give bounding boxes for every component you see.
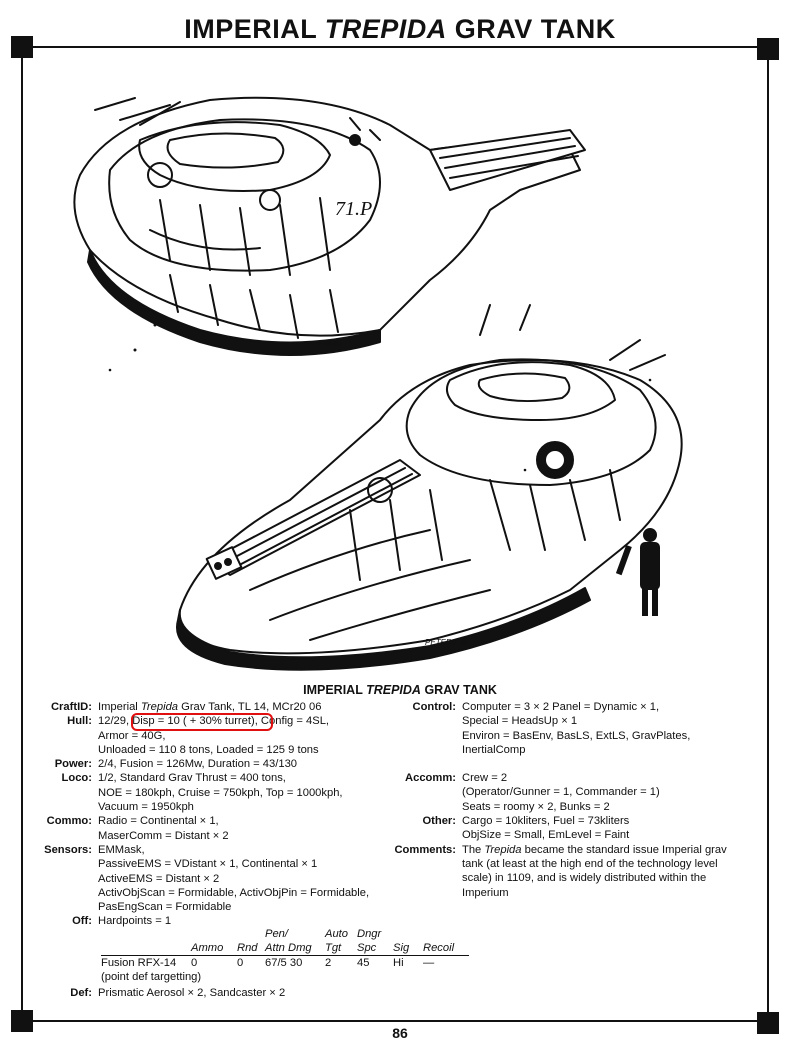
accomm-seats: Seats = roomy × 2, Bunks = 2	[462, 800, 610, 813]
header-sig: Sig	[393, 941, 423, 956]
hull-tonnage: Unloaded = 110 8 tons, Loaded = 125 9 to…	[98, 743, 319, 756]
header-spc: Spc	[357, 941, 393, 956]
page-number: 86	[392, 1025, 408, 1041]
background-specks	[108, 323, 652, 472]
weapons-table: Pen/ Auto Dngr Ammo Rnd Attn Dmg Tgt Spc…	[101, 927, 469, 984]
craftid-label: CraftID:	[50, 701, 92, 713]
accomm-label: Accomm:	[405, 772, 456, 785]
header-rnd: Rnd	[237, 941, 265, 956]
header-dngr: Dngr	[357, 928, 382, 940]
frame-bottom	[33, 1020, 757, 1022]
loco-value: 1/2, Standard Grav Thrust = 400 tons,	[98, 772, 286, 785]
accomm-crew: Crew = 2	[462, 772, 508, 785]
tank-top-view: 71.P PETERS 88	[73, 96, 586, 356]
power-label: Power:	[54, 758, 92, 771]
loco-label: Loco:	[61, 772, 92, 785]
page-title: IMPERIAL TREPIDA GRAV TANK	[184, 14, 616, 44]
def-value: Prismatic Aerosol × 2, Sandcaster × 2	[98, 987, 286, 999]
loco-vacuum: Vacuum = 1950kph	[98, 801, 194, 814]
comments-line-3: scale) in 1109, and is widely distribute…	[462, 872, 707, 885]
control-computer: Computer = 3 × 2 Panel = Dynamic × 1,	[462, 701, 660, 713]
stats-left-column: CraftID: Imperial Trepida Grav Tank, TL 1…	[0, 700, 410, 929]
frame-left	[21, 58, 23, 1010]
corner-mark-bottom-left	[11, 1010, 33, 1032]
loco-speeds: NOE = 180kph, Cruise = 750kph, Top = 100…	[98, 786, 343, 799]
frame-right	[767, 60, 769, 1012]
sensors-label: Sensors:	[44, 843, 92, 856]
commo-label: Commo:	[46, 815, 92, 828]
other-objsize: ObjSize = Small, EmLevel = Faint	[462, 829, 630, 842]
comments-line-1: The Trepida became the standard issue Im…	[462, 843, 727, 856]
corner-mark-top-left	[11, 36, 33, 58]
header-recoil: Recoil	[423, 941, 469, 956]
off-value: Hardpoints = 1	[98, 915, 172, 928]
grav-tank-illustration: 71.P PETERS 88 PETERS 88	[73, 96, 683, 671]
corner-mark-top-right	[757, 38, 779, 60]
accomm-crew-detail: (Operator/Gunner = 1, Commander = 1)	[462, 786, 660, 799]
craftid-value: Imperial Trepida Grav Tank, TL 14, MCr20…	[98, 701, 322, 713]
weapon-note: (point def targetting)	[101, 971, 202, 983]
hull-displacement: Disp = 10 ( + 30% turret),	[132, 715, 258, 728]
trooper-figure	[615, 528, 660, 616]
header-attn-dmg: Attn Dmg	[265, 941, 325, 956]
control-environ: Environ = BasEnv, BasLS, ExtLS, GravPlat…	[462, 729, 691, 742]
sensors-passive: PassiveEMS = VDistant × 1, Continental ×…	[98, 858, 318, 871]
power-value: 2/4, Fusion = 126Mw, Duration = 43/130	[98, 758, 298, 771]
other-label: Other:	[422, 815, 456, 828]
def-section: Def: Prismatic Aerosol × 2, Sandcaster × …	[0, 986, 410, 1000]
header-ammo: Ammo	[191, 941, 237, 956]
sensors-emmask: EMMask,	[98, 843, 145, 856]
sensors-objscan: ActivObjScan = Formidable, ActivObjPin =…	[98, 886, 370, 899]
hull-armor: Armor = 40G,	[98, 729, 166, 742]
disp-highlight-annotation	[131, 713, 273, 731]
tank-front-view: PETERS 88	[176, 304, 683, 671]
artist-signature-2: PETERS 88	[425, 638, 469, 647]
control-label: Control:	[412, 701, 457, 713]
hull-label: Hull:	[67, 715, 92, 728]
commo-maser: MaserComm = Distant × 2	[98, 829, 229, 842]
header-auto: Auto	[325, 928, 349, 940]
hull-value: 12/29, Disp = 10 ( + 30% turret), Config…	[98, 715, 330, 728]
commo-radio: Radio = Continental × 1,	[98, 815, 219, 828]
comments-line-2: tank (at least at the high end of the te…	[462, 857, 718, 870]
corner-mark-bottom-right	[757, 1012, 779, 1034]
artist-signature-1: PETERS 88	[308, 342, 341, 348]
comments-label: Comments:	[394, 843, 456, 856]
stat-block-title: IMPERIAL TREPIDA GRAV TANK	[303, 683, 497, 697]
control-inertial: InertialComp	[462, 743, 526, 756]
header-tgt: Tgt	[325, 941, 357, 956]
sensors-active: ActiveEMS = Distant × 2	[98, 872, 220, 885]
sensors-engscan: PasEngScan = Formidable	[98, 901, 232, 914]
header-pen: Pen/	[265, 928, 289, 940]
control-special: Special = HeadsUp × 1	[462, 715, 578, 728]
comments-line-4: Imperium	[462, 886, 509, 899]
def-label: Def:	[70, 987, 92, 999]
other-cargo: Cargo = 10kliters, Fuel = 73kliters	[462, 815, 630, 828]
frame-top	[33, 46, 757, 48]
table-row: Fusion RFX-14 0 0 67/5 30 2 45 Hi —	[101, 957, 435, 969]
stats-right-column: Control: Computer = 3 × 2 Panel = Dynamic…	[360, 700, 770, 900]
hull-number: 71.P	[335, 198, 372, 220]
off-label: Off:	[72, 915, 92, 928]
